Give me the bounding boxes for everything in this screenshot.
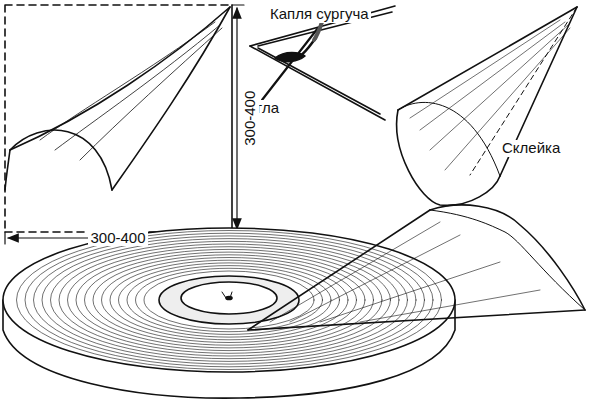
record-groove [85, 252, 374, 348]
record-groove [17, 231, 442, 370]
record-groove [127, 266, 331, 335]
paper-sheet [5, 5, 232, 232]
record-groove [144, 271, 314, 329]
glue-seam-label: Склейка [500, 140, 562, 157]
record-groove [51, 241, 408, 358]
record-groove [25, 233, 433, 367]
record-groove [102, 258, 357, 343]
glued-cone [397, 7, 577, 205]
record-groove [110, 260, 348, 340]
gramophone-record [3, 228, 455, 398]
record-groove [59, 244, 399, 356]
wax-drop-label: Капля сургуча [268, 6, 371, 23]
record-groove [76, 249, 382, 350]
dimension-lines [5, 5, 244, 244]
record-groove [93, 255, 365, 345]
dimension-label: 300-400 [88, 230, 147, 247]
record-groove [34, 236, 425, 364]
horn-cone [248, 205, 585, 330]
record-groove [68, 247, 391, 354]
dimension-label: 300-400 [243, 88, 260, 147]
